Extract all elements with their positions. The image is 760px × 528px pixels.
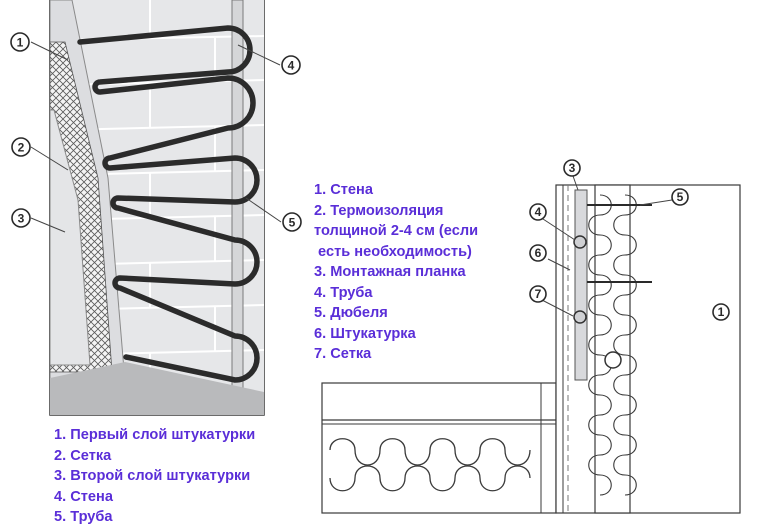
right-wall-figure xyxy=(321,175,741,514)
right-legend-item-1: 1. Стена xyxy=(314,182,373,198)
left-legend-item-2: 2. Сетка xyxy=(54,447,112,464)
svg-text:3: 3 xyxy=(18,212,25,226)
callout-right-6: 6 xyxy=(529,244,547,262)
left-legend-item-5: 5. Труба xyxy=(54,509,113,525)
right-legend-item-4: 4. Труба xyxy=(314,284,373,301)
callout-right-4: 4 xyxy=(529,203,547,221)
right-legend: 1. Стена 2. Термоизоляция толщиной 2-4 с… xyxy=(314,180,478,365)
pipe-section-2 xyxy=(573,310,587,324)
pipe-section-3 xyxy=(604,351,622,369)
right-legend-item-2: 2. Термоизоляция xyxy=(314,202,444,219)
right-legend-item-2c: есть необходимость) xyxy=(314,243,472,260)
floor-insulation-waves xyxy=(329,438,531,492)
callout-left-4: 4 xyxy=(281,55,301,75)
mounting-strip xyxy=(574,189,588,381)
pipe-section-1 xyxy=(573,235,587,249)
heating-pipe xyxy=(77,25,260,383)
callout-left-5: 5 xyxy=(282,212,302,232)
left-legend: 1. Первый слой штукатурки 2. Сетка 3. Вт… xyxy=(54,425,255,528)
right-legend-item-7: 7. Сетка xyxy=(314,346,372,362)
svg-text:3: 3 xyxy=(569,161,576,175)
svg-text:2: 2 xyxy=(18,141,25,155)
insulation-layer xyxy=(594,184,631,514)
callout-right-5: 5 xyxy=(671,188,689,206)
left-legend-item-4: 4. Стена xyxy=(54,488,113,505)
svg-text:6: 6 xyxy=(535,246,542,260)
callout-left-3: 3 xyxy=(11,208,31,228)
callout-right-3: 3 xyxy=(563,159,581,177)
right-legend-item-6: 6. Штукатурка xyxy=(314,325,416,342)
svg-text:5: 5 xyxy=(289,216,296,230)
right-legend-item-5: 5. Дюбеля xyxy=(314,305,388,321)
callout-left-1: 1 xyxy=(10,32,30,52)
insulation-waves xyxy=(588,194,637,496)
right-legend-item-2b: толщиной 2-4 см (если xyxy=(314,223,479,239)
svg-text:1: 1 xyxy=(718,305,725,319)
right-legend-item-3: 3. Монтажная планка xyxy=(314,264,466,280)
callout-right-1: 1 xyxy=(712,303,730,321)
svg-text:1: 1 xyxy=(17,36,24,50)
callout-left-2: 2 xyxy=(11,137,31,157)
left-legend-item-1: 1. Первый слой штукатурки xyxy=(54,427,256,443)
left-legend-item-3: 3. Второй слой штукатурки xyxy=(54,468,251,484)
callout-right-7: 7 xyxy=(529,285,547,303)
svg-text:7: 7 xyxy=(535,287,542,301)
floor-section-frame xyxy=(321,382,557,514)
left-leaders xyxy=(30,41,282,233)
floor-plane xyxy=(50,362,264,415)
svg-text:5: 5 xyxy=(677,190,684,204)
second-plaster-layer xyxy=(50,109,91,366)
svg-text:4: 4 xyxy=(535,205,542,219)
wall-edge-strip xyxy=(231,0,244,415)
right-leaders xyxy=(541,175,673,317)
left-wall-figure xyxy=(30,0,282,416)
svg-text:4: 4 xyxy=(288,59,295,73)
